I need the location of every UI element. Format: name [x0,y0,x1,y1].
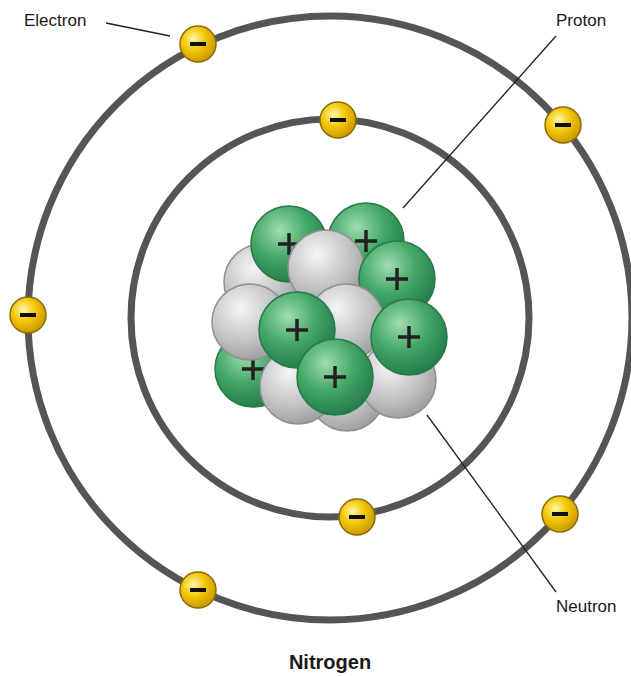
nucleus [212,203,447,431]
proton-sphere [371,299,447,375]
electron-ball [339,499,375,535]
electron-ball [542,496,578,532]
electron-ball [10,297,46,333]
proton-sphere [297,339,373,415]
leader-line [403,36,556,208]
outer-orbit [28,16,631,620]
electron-label: Electron [24,11,86,31]
label-text: Proton [556,11,606,30]
electron-ball [545,107,581,143]
proton-label: Proton [556,11,606,31]
leader-line [427,415,556,592]
leader-line [106,23,170,36]
electron-ball [320,102,356,138]
inner-orbit [131,119,529,517]
electron-ball [180,572,216,608]
neutron-label: Neutron [556,597,616,617]
label-text: Neutron [556,597,616,616]
label-text: Electron [24,11,86,30]
caption: Nitrogen [180,650,480,674]
electron-ball [180,26,216,62]
caption-text: Nitrogen [289,651,371,673]
